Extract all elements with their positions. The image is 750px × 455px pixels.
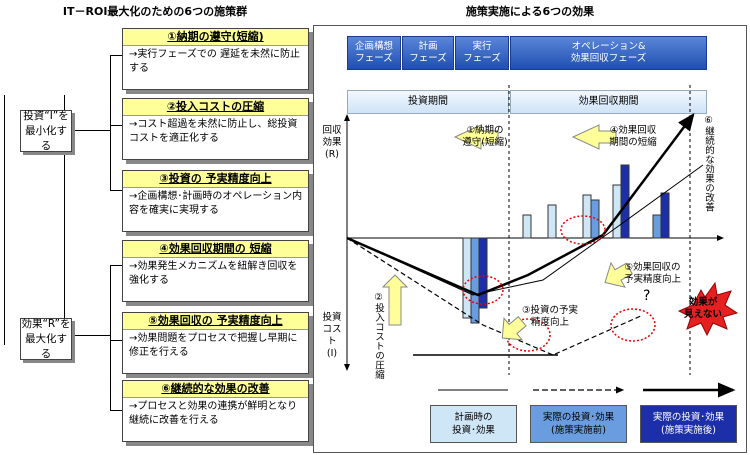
connector-line (110, 265, 111, 410)
callout-3-text: ③投資の予実 精度向上 (521, 305, 579, 328)
burst-text: 効果が 見えない (683, 297, 722, 320)
measure-4: ④効果回収期間の 短縮 →効果発生メカニズムを紐解き回収を強化する (122, 240, 309, 302)
connector-line (64, 95, 65, 345)
measure-3: ③投資の 予実精度向上 →企画構想･計画時のオペレーション内容を確実に実現する (122, 170, 309, 232)
burst-shape (677, 281, 739, 337)
root-minimize-investment: 投資“I”を 最小化する (20, 110, 72, 152)
arrow-callout-1 (453, 124, 499, 150)
measure-2: ②投入コストの圧縮 →コスト超過を未然に防止し、総投資コストを適正化する (122, 98, 309, 160)
bar-planned-cost (462, 237, 472, 319)
actual-before-curve (346, 237, 644, 356)
right-title: 施策実施による6つの効果 (465, 5, 595, 18)
phase-execution: 実行 フェーズ (455, 36, 509, 70)
connector-line (60, 335, 110, 336)
measure-1-title: ①納期の遵守(短縮) (123, 29, 308, 46)
legend-planned: 計画時の 投資･効果 (430, 405, 517, 443)
measure-6: ⑥継続的な効果の改善 →プロセスと効果の連携が鮮明となり継続に改善を行える (122, 380, 309, 442)
effects-diagram (344, 85, 739, 375)
question-mark: ? (643, 288, 651, 304)
effects-panel (313, 25, 747, 453)
callout-4-text: ④効果回収 期間の短縮 (609, 125, 657, 148)
bar-return (547, 204, 557, 239)
callout-1-text: ①納期の 遵守(短縮) (462, 125, 508, 148)
callout-5-text: ⑤効果回収の 予実精度向上 (623, 262, 681, 285)
bar-actual-after-cost (478, 237, 488, 309)
left-title: IT－ROI最大化のための6つの施策群 (62, 5, 248, 18)
actual-after-curve (346, 113, 695, 297)
planned-curve (346, 164, 704, 296)
bar-return (660, 192, 670, 239)
measure-5: ⑤効果回収の 予実精度向上 →効果問題をプロセスで把握し早期に修正を行える (122, 312, 309, 374)
bar-return (522, 214, 532, 239)
connector-line (60, 130, 110, 131)
phase-operation: オペレーション& 効果回収フェーズ (510, 36, 707, 70)
arrow-callout-4 (571, 124, 617, 150)
root-maximize-return: 効果“R”を 最大化する (20, 317, 72, 360)
measure-1-body: →実行フェーズでの 遅延を未然に防止する (129, 49, 301, 74)
connector-line (110, 55, 111, 190)
arrow-callout-3 (501, 315, 527, 341)
legend-actual-after: 実際の投資･効果 (施策実施後) (640, 405, 737, 443)
measure-2-title: ②投入コストの圧縮 (123, 99, 308, 116)
measure-5-body: →効果問題をプロセスで把握し早期に修正を行える (129, 333, 298, 358)
phase-planning: 計画 フェーズ (402, 36, 454, 70)
bar-return (652, 214, 662, 239)
measure-4-body: →効果発生メカニズムを紐解き回収を強化する (129, 261, 298, 286)
arrow-callout-5 (604, 261, 633, 288)
legend-lines (438, 382, 736, 398)
highlight-circle (560, 215, 606, 245)
recovery-period: 効果回収期間 (510, 90, 707, 114)
callout-2-text: ②投入コストの圧縮 (373, 292, 384, 379)
legend-actual-before: 実際の投資･効果 (施策実施前) (530, 405, 627, 443)
measure-4-title: ④効果回収期間の 短縮 (123, 241, 308, 258)
bar-actual-before-cost (470, 237, 480, 324)
measure-2-body: →コスト超過を未然に防止し、総投資コストを適正化する (129, 119, 298, 144)
axis-return-label: 回収 効果 (R) (322, 125, 342, 160)
invest-period: 投資期間 (347, 90, 509, 114)
connector-line (4, 95, 5, 345)
measure-5-title: ⑤効果回収の 予実精度向上 (123, 313, 308, 330)
highlight-circle (505, 318, 551, 352)
measure-6-body: →プロセスと効果の連携が鮮明となり継続に改善を行える (129, 401, 298, 426)
highlight-circle (462, 275, 504, 305)
measure-1: ①納期の遵守(短縮) →実行フェーズでの 遅延を未然に防止する (122, 28, 309, 90)
measure-3-title: ③投資の 予実精度向上 (123, 171, 308, 188)
axis-cost-label: 投資 コスト (I) (322, 312, 342, 359)
phase-planning-concept: 企画構想 フェーズ (347, 36, 401, 70)
measure-6-title: ⑥継続的な効果の改善 (123, 381, 308, 398)
highlight-circle (610, 308, 656, 342)
measure-3-body: →企画構想･計画時のオペレーション内容を確実に実現する (129, 191, 303, 216)
callout-6-text: ⑥継続的な効果の改善 (703, 115, 714, 212)
arrow-callout-2 (381, 274, 409, 326)
